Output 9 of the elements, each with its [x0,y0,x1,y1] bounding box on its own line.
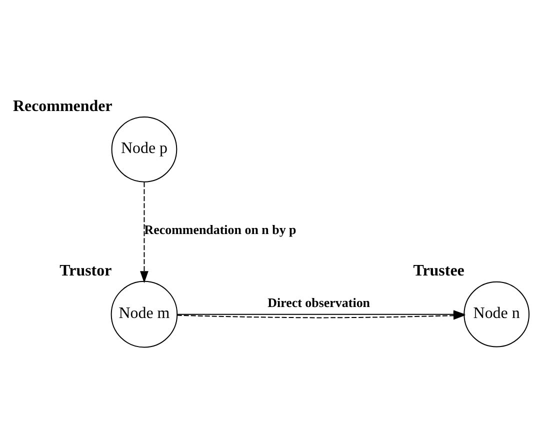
node-circle: Node p [111,116,178,182]
edge-label: Direct observation [268,294,370,310]
node-label: Trustor [60,262,112,279]
node-label: Trustee [413,262,464,280]
arrow [140,181,148,283]
node-circle: Node m [110,280,178,348]
node-circle: Node n [464,280,530,347]
edge-label: Recommendation on n by p [144,222,296,237]
node-label: Recommender [12,97,112,114]
